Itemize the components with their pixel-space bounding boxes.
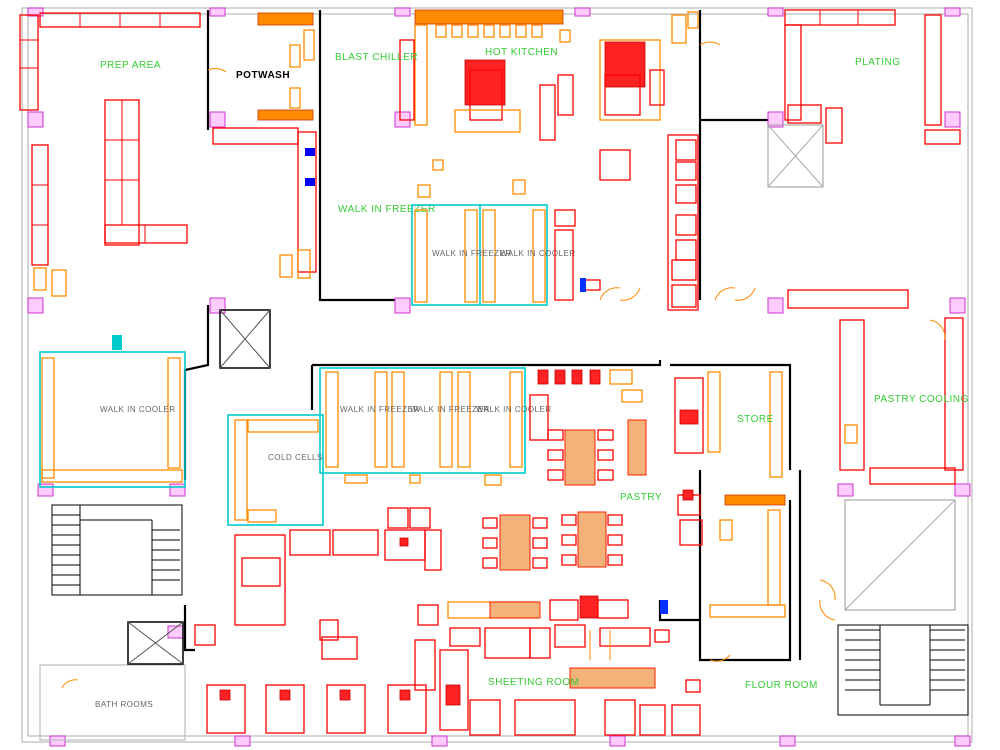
pastry-cooling: PASTRY COOLING [787, 289, 969, 485]
column [209, 111, 226, 128]
sheeting-room: SHEETING ROOM [234, 507, 701, 736]
column [767, 111, 784, 128]
column [27, 111, 44, 128]
column [574, 7, 591, 17]
potwash-room: POTWASH [207, 12, 317, 279]
column [837, 483, 854, 497]
column [234, 735, 251, 747]
prep-area: PREP AREA [19, 12, 201, 297]
flour-room-label: FLOUR ROOM [745, 680, 818, 691]
column [954, 483, 971, 497]
plating-room: PLATING [767, 9, 961, 188]
walk-in-cooler-b-label: WALK IN COOLER [476, 405, 552, 414]
cold-cells: COLD CELLS WALK IN FREEZER WALK IN FREEZ… [227, 367, 552, 526]
bathrooms: BATH ROOMS [39, 619, 427, 741]
flour-room: FLOUR ROOM [709, 579, 836, 691]
walk-in-cooler-left-label: WALK IN COOLER [100, 405, 176, 414]
cold-cells-label: COLD CELLS [268, 453, 323, 462]
column [394, 7, 411, 17]
sheeting-room-label: SHEETING ROOM [488, 677, 580, 688]
store-label: STORE [737, 414, 774, 425]
walk-in-freezer-block: WALK IN FREEZER WALK IN FREEZER WALK IN … [338, 159, 641, 306]
right-service-stack [667, 134, 756, 311]
column [767, 7, 784, 17]
column [944, 111, 961, 128]
hot-kitchen: BLAST CHILLER HOT KITCHEN [335, 9, 721, 181]
walk-in-freezer-cell-label: WALK IN FREEZER [432, 249, 512, 258]
column [954, 735, 971, 747]
pastry-label: PASTRY [620, 492, 662, 503]
pastry-cooling-label: PASTRY COOLING [874, 394, 969, 405]
column [49, 735, 66, 747]
blast-chiller-label: BLAST CHILLER [335, 52, 418, 63]
bathrooms-label: BATH ROOMS [95, 700, 153, 709]
column [767, 297, 784, 314]
walk-in-cooler-cell-label: WALK IN COOLER [500, 249, 576, 258]
column [944, 7, 961, 17]
walk-in-cooler-left: WALK IN COOLER [39, 309, 271, 488]
walk-in-freezer-label: WALK IN FREEZER [338, 204, 436, 215]
walk-in-freezer-b-label: WALK IN FREEZER [340, 405, 420, 414]
column [779, 735, 796, 747]
column [394, 297, 411, 314]
column [169, 483, 186, 497]
outer-walls [21, 7, 973, 743]
walk-in-freezer-c-label: WALK IN FREEZER [410, 405, 490, 414]
columns [27, 7, 971, 747]
potwash-label: POTWASH [236, 70, 290, 81]
column [431, 735, 448, 747]
stairs-right [837, 499, 969, 716]
pastry-area: PASTRY [482, 369, 662, 571]
column [609, 735, 626, 747]
hot-kitchen-label: HOT KITCHEN [485, 47, 558, 58]
column [209, 7, 226, 17]
column [27, 7, 44, 17]
plating-label: PLATING [855, 57, 901, 68]
store-room: STORE [674, 371, 786, 618]
prep-area-label: PREP AREA [100, 60, 161, 71]
column [27, 297, 44, 314]
stairs-left [51, 504, 183, 596]
column [949, 297, 966, 314]
